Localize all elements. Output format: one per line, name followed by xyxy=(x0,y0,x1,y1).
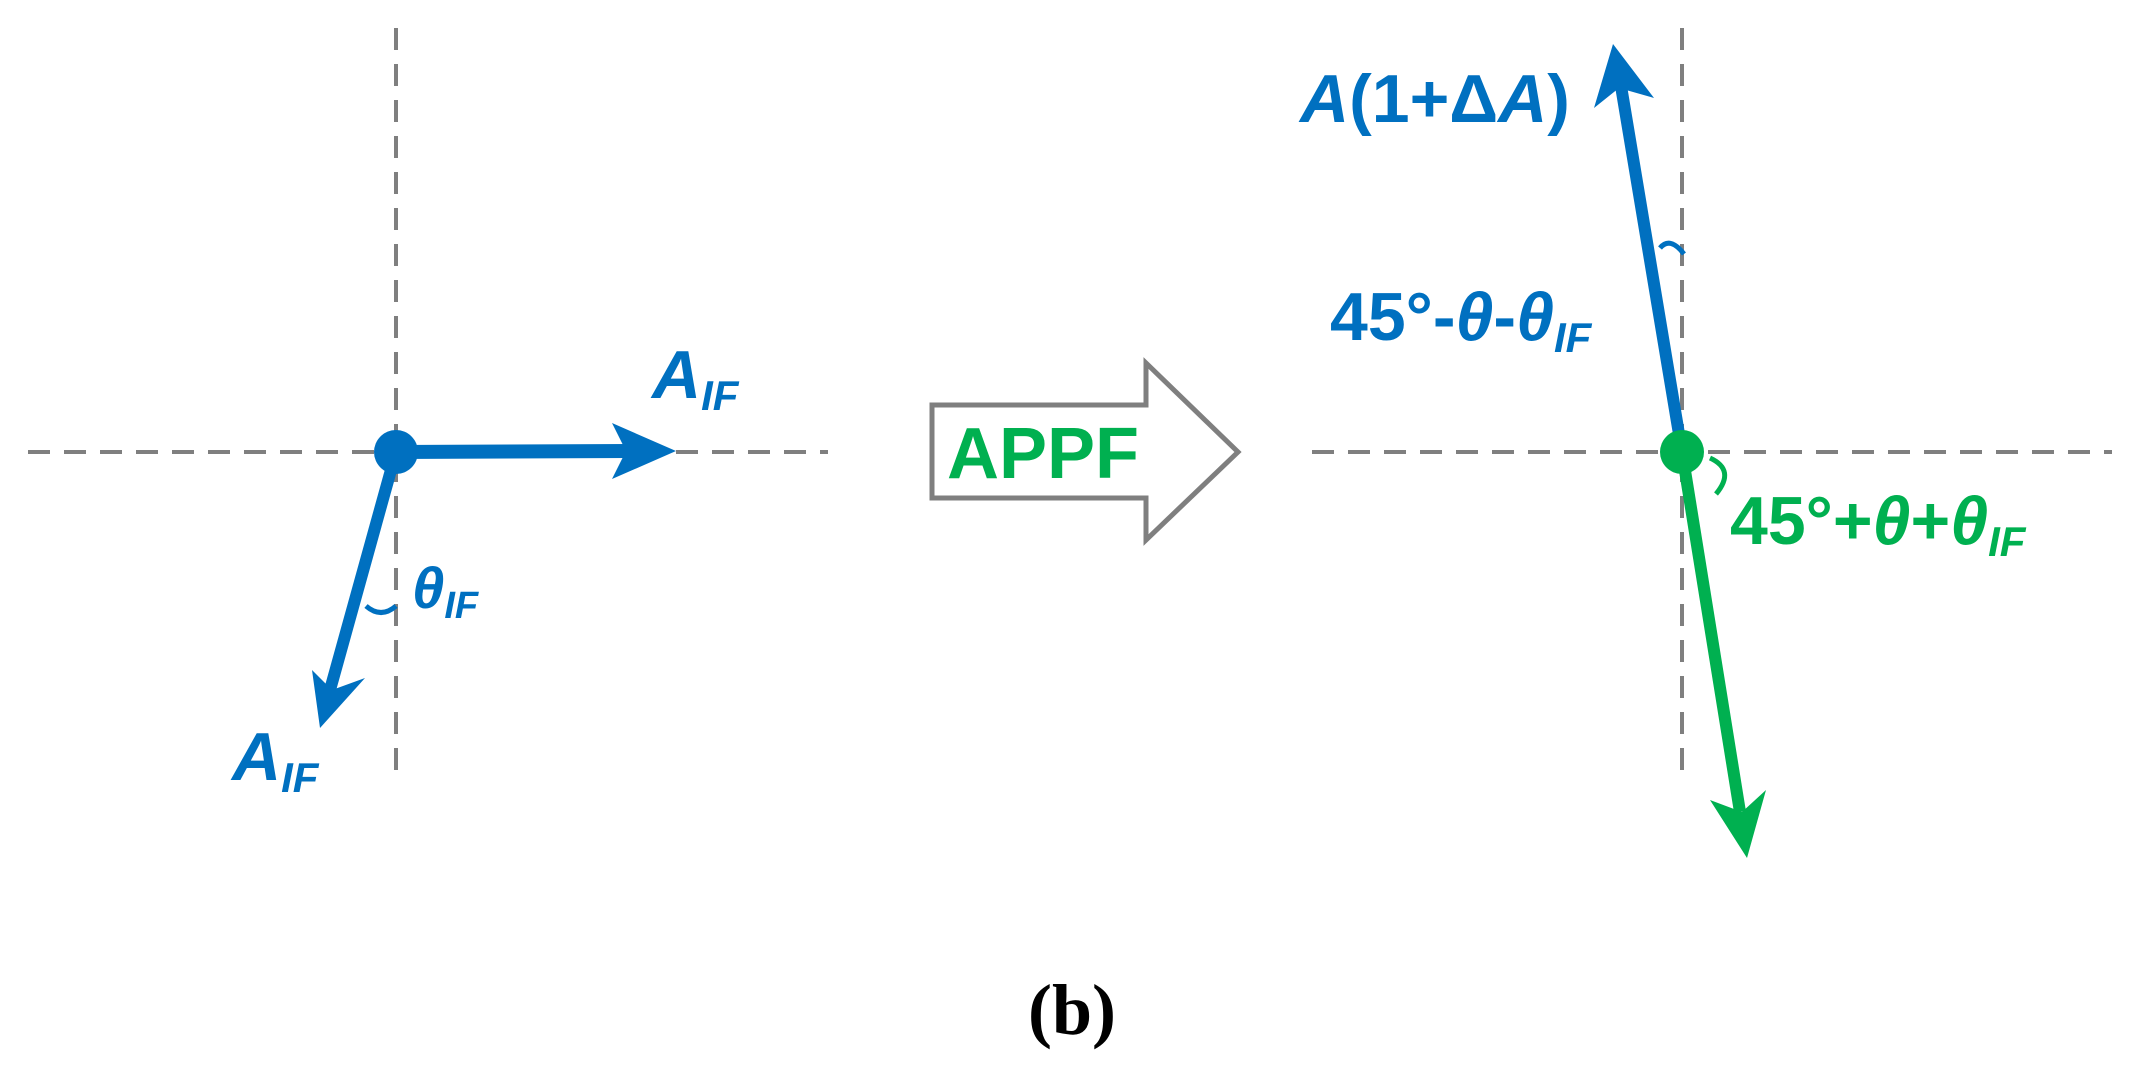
right-label-angle-down: 45°+θ+θIF xyxy=(1730,483,2027,565)
right-lower-angle-arc-icon xyxy=(1708,455,1728,496)
right-upper-angle-arc-icon xyxy=(1658,240,1686,256)
left-label-a-if-top: AIF xyxy=(650,337,740,419)
right-axes xyxy=(1312,28,2112,780)
appf-label: APPF xyxy=(947,414,1139,494)
left-origin-dot xyxy=(374,430,418,474)
appf-block-arrow: APPF xyxy=(929,357,1242,546)
right-vector-up xyxy=(1594,44,1688,453)
figure-caption: (b) xyxy=(1028,970,1116,1050)
right-label-amplitude: A(1+ΔA) xyxy=(1298,61,1570,137)
right-vector-down xyxy=(1676,451,1766,858)
left-vector-horizontal xyxy=(395,423,676,479)
right-label-angle-up: 45°-θ-θIF xyxy=(1330,279,1593,361)
left-label-theta-if: θIF xyxy=(412,556,480,627)
left-vector-down xyxy=(312,450,402,728)
left-angle-arc-icon xyxy=(364,604,398,615)
left-label-a-if-bottom: AIF xyxy=(230,719,320,801)
right-origin-dot xyxy=(1660,430,1704,474)
